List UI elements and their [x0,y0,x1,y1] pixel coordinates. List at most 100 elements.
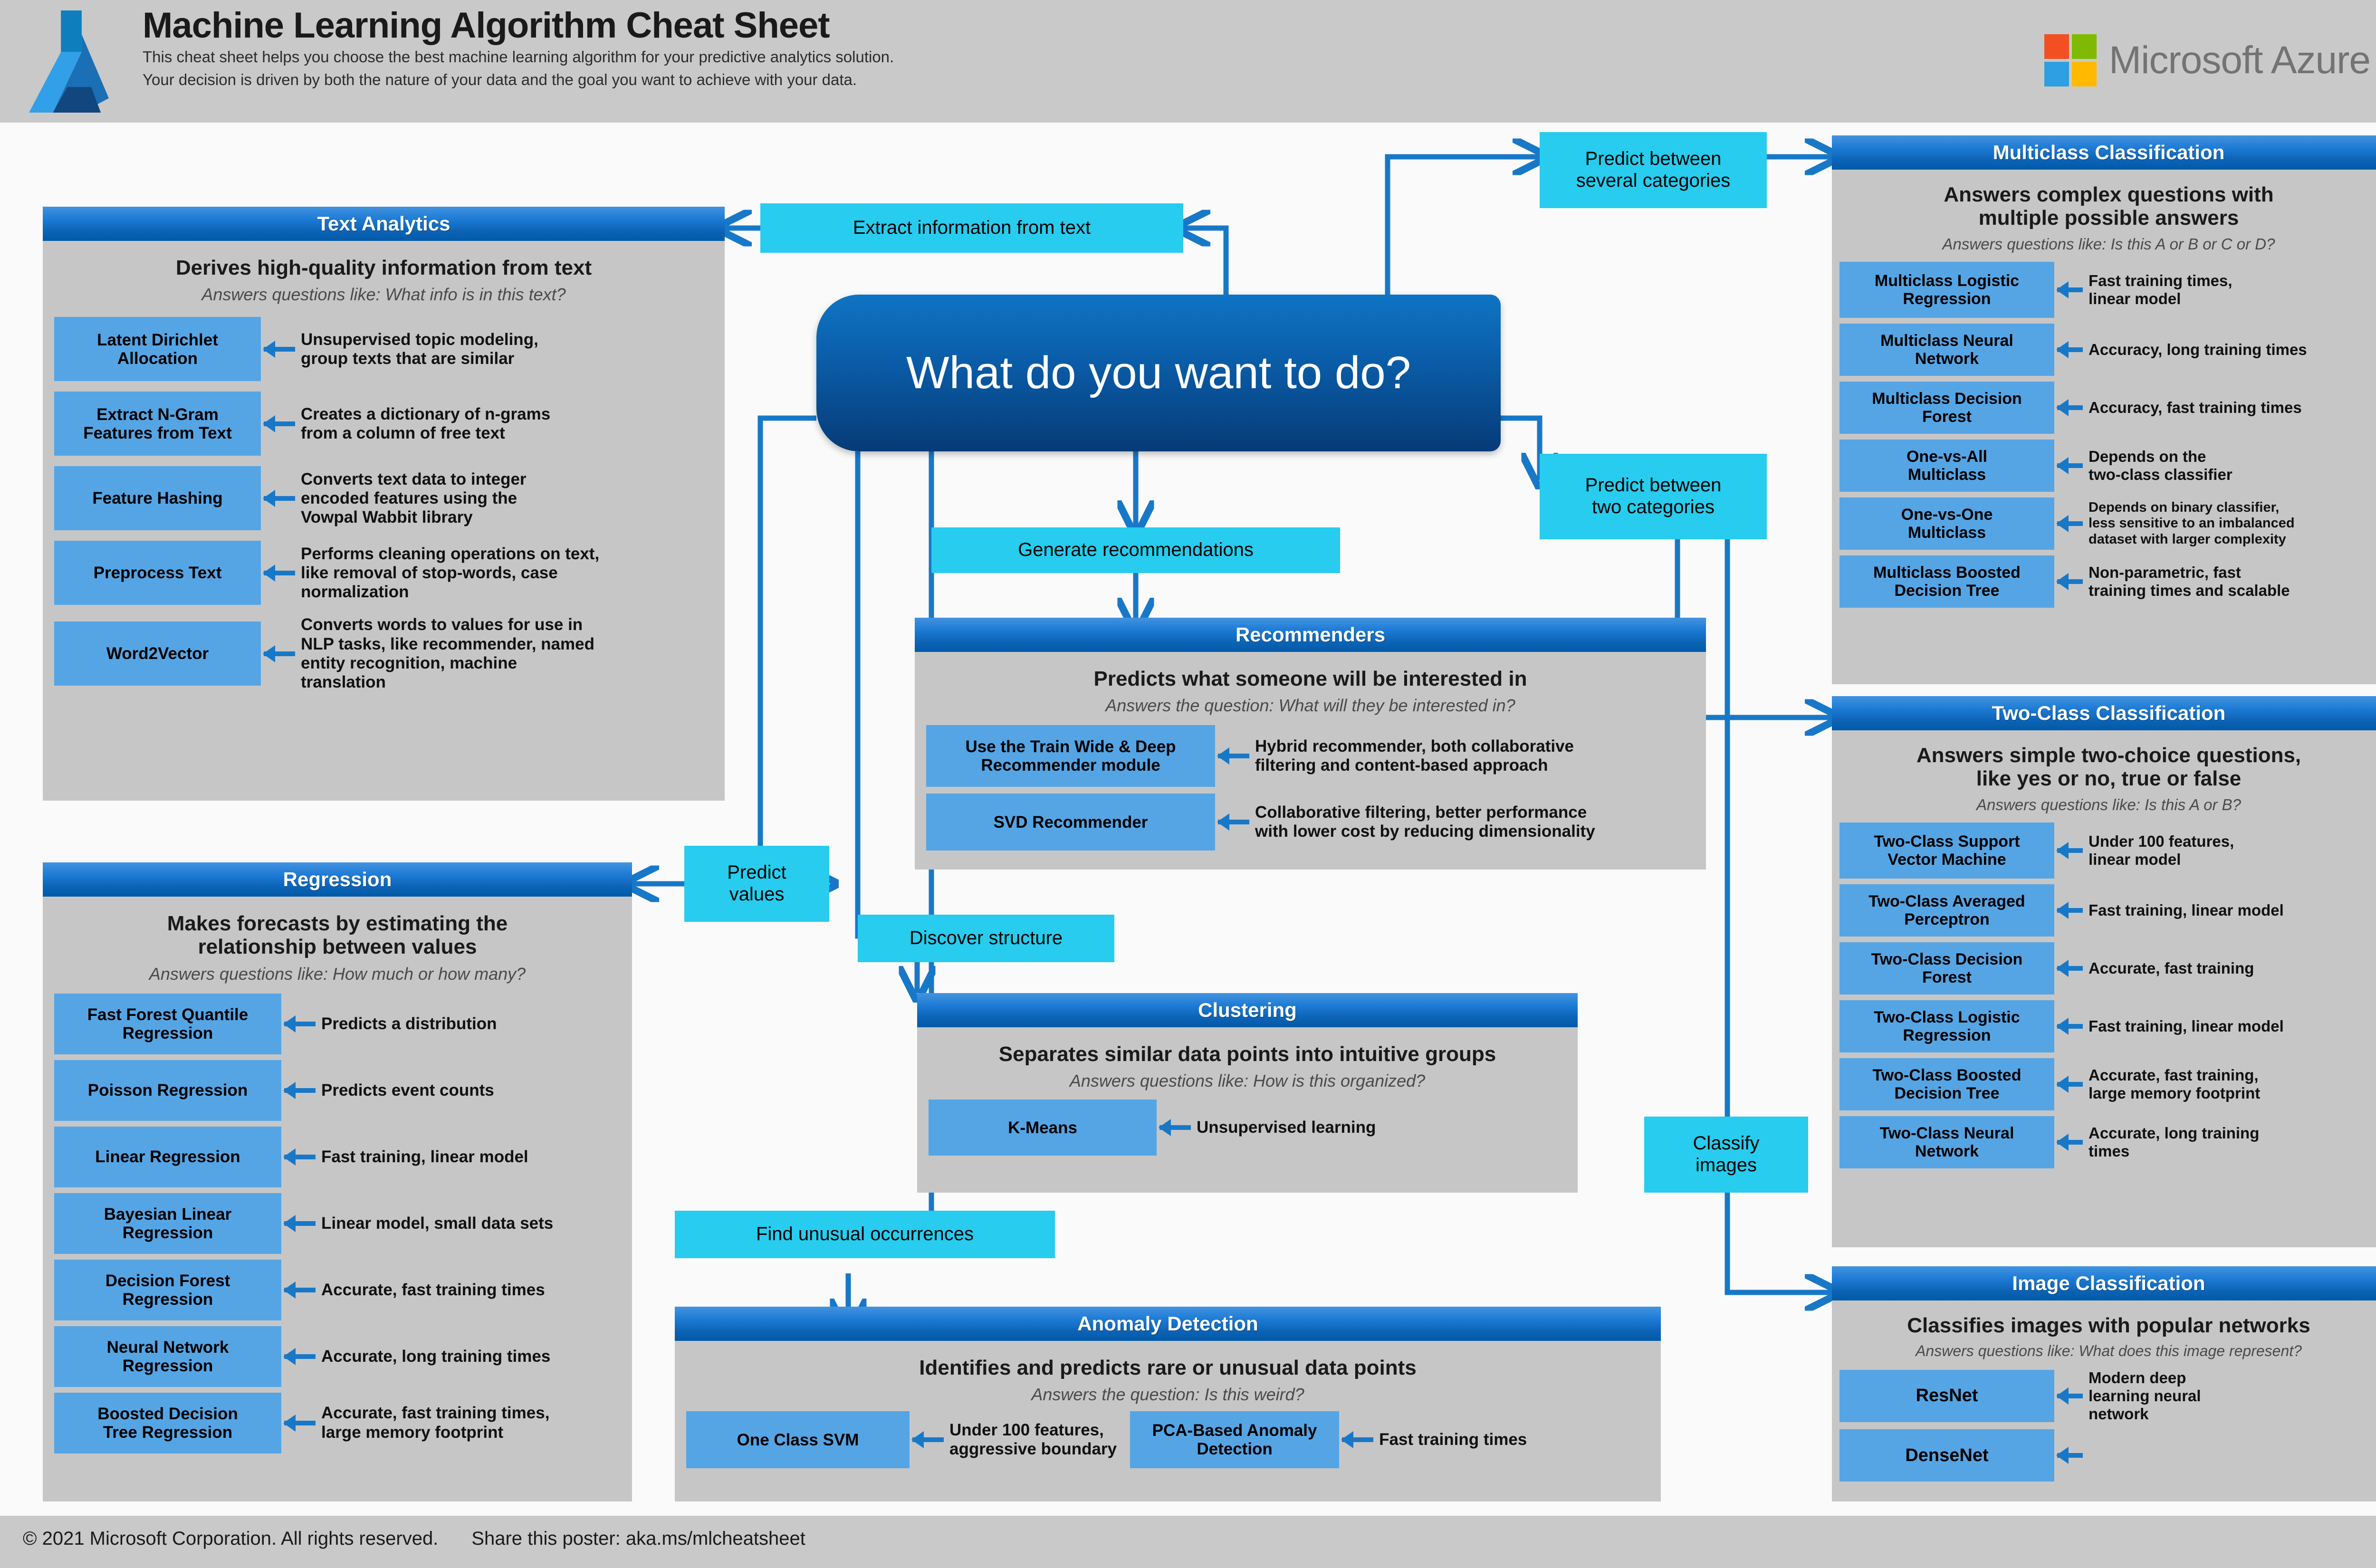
decision-find-unusual-occurrences[interactable]: Find unusual occurrences [675,1211,1055,1258]
decision-generate-recommendations[interactable]: Generate recommendations [931,527,1340,573]
algorithm-description: Non-parametric, fast training times and … [2089,564,2290,600]
panel-question: Answers questions like: How is this orga… [1069,1071,1426,1091]
algorithm-row: Neural Network Regression Accurate, long… [54,1326,621,1387]
algorithm-row: Word2Vector Converts words to values for… [54,615,713,692]
panel-tagline: Makes forecasts by estimating the relati… [167,912,508,959]
panel-clustering: Clustering Separates similar data points… [917,993,1578,1193]
algorithm-row: Two-Class Neural Network Accurate, long … [1839,1116,2376,1169]
decision-predict-between-two-categories[interactable]: Predict between two categories [1540,454,1767,539]
panel-tagline: Classifies images with popular networks [1907,1314,2310,1337]
panel-tagline: Derives high-quality information from te… [175,256,592,279]
algorithm-box[interactable]: Multiclass Decision Forest [1839,382,2054,434]
algorithm-box[interactable]: Two-Class Decision Forest [1839,942,2054,995]
arrow-left-icon [261,489,298,507]
panel-two-class-classification: Two-Class Classification Answers simple … [1832,696,2376,1247]
algorithm-box[interactable]: Multiclass Boosted Decision Tree [1839,555,2054,608]
arrow-left-icon [2054,1387,2086,1405]
algorithm-box[interactable]: Multiclass Neural Network [1839,324,2054,376]
algorithm-box[interactable]: PCA-Based Anomaly Detection [1130,1411,1340,1469]
algorithm-row: K-Means Unsupervised learning [929,1100,1566,1156]
panel-recommenders: Recommenders Predicts what someone will … [915,618,1706,870]
algorithm-box[interactable]: Boosted Decision Tree Regression [54,1392,281,1453]
algorithm-box[interactable]: ResNet [1839,1369,2054,1422]
algorithm-box[interactable]: K-Means [929,1100,1157,1156]
algorithm-row: Feature Hashing Converts text data to in… [54,466,713,531]
algorithm-box[interactable]: Linear Regression [54,1126,281,1187]
algorithm-row: One-vs-All Multiclass Depends on the two… [1839,440,2376,492]
algorithm-box[interactable]: One Class SVM [686,1411,910,1469]
algorithm-row: Two-Class Boosted Decision Tree Accurate… [1839,1058,2376,1111]
panel-question: Answers questions like: Is this A or B o… [1942,235,2275,253]
header-text-block: Machine Learning Algorithm Cheat Sheet T… [143,7,894,91]
algorithm-row: Multiclass Decision Forest Accuracy, fas… [1839,382,2376,434]
algorithm-description: Accuracy, fast training times [2089,399,2302,417]
algorithm-description: Unsupervised topic modeling, group texts… [301,330,538,368]
algorithm-row: Fast Forest Quantile Regression Predicts… [54,993,621,1054]
page-header: Machine Learning Algorithm Cheat Sheet T… [0,0,2376,123]
algorithm-box[interactable]: Feature Hashing [54,466,261,531]
arrow-left-icon [261,340,298,358]
algorithm-box[interactable]: Two-Class Neural Network [1839,1116,2054,1169]
algorithm-box[interactable]: Preprocess Text [54,541,261,605]
algorithm-box[interactable]: Fast Forest Quantile Regression [54,993,281,1054]
arrow-left-icon [281,1015,318,1033]
panel-anomaly-detection: Anomaly Detection Identifies and predict… [675,1307,1661,1501]
arrow-left-icon [910,1431,947,1449]
algorithm-box[interactable]: One-vs-All Multiclass [1839,440,2054,492]
panel-title: Image Classification [1832,1266,2376,1300]
footer-share-link[interactable]: Share this poster: aka.ms/mlcheatsheet [471,1528,805,1549]
algorithm-box[interactable]: Bayesian Linear Regression [54,1193,281,1254]
algorithm-box[interactable]: DenseNet [1839,1429,2054,1482]
decision-classify-images[interactable]: Classify images [1644,1117,1808,1193]
algorithm-box[interactable]: Two-Class Boosted Decision Tree [1839,1058,2054,1111]
panel-tagline: Identifies and predicts rare or unusual … [919,1356,1417,1379]
algorithm-box[interactable]: Word2Vector [54,621,261,686]
decision-predict-values[interactable]: Predict values [684,846,829,922]
panel-title: Recommenders [915,618,1706,652]
decision-label-text: Extract information from text [853,217,1091,239]
arrow-left-icon [1339,1431,1376,1449]
algorithm-description: Fast training, linear model [321,1147,528,1166]
algorithm-description: Accuracy, long training times [2089,341,2307,359]
arrow-left-icon [2054,341,2086,359]
algorithm-row: Multiclass Logistic Regression Fast trai… [1839,262,2376,318]
decision-predict-between-several-categories[interactable]: Predict between several categories [1540,132,1767,208]
algorithm-description: Modern deep learning neural network [2089,1368,2201,1423]
page-footer: © 2021 Microsoft Corporation. All rights… [0,1516,2376,1568]
algorithm-box[interactable]: Extract N-Gram Features from Text [54,392,261,456]
algorithm-row: DenseNet [1839,1429,2376,1482]
algorithm-row: Extract N-Gram Features from Text Create… [54,392,713,456]
algorithm-box[interactable]: Multiclass Logistic Regression [1839,262,2054,318]
panel-tagline: Predicts what someone will be interested… [1093,667,1527,690]
algorithm-box[interactable]: One-vs-One Multiclass [1839,497,2054,550]
algorithm-row: Two-Class Averaged Perceptron Fast train… [1839,884,2376,937]
algorithm-description: Accurate, fast training [2089,959,2254,977]
algorithm-box[interactable]: Two-Class Logistic Regression [1839,1000,2054,1053]
algorithm-box[interactable]: Poisson Regression [54,1060,281,1121]
central-question-hub: What do you want to do? [816,295,1501,451]
decision-label-text: Generate recommendations [1018,539,1254,561]
algorithm-description: Unsupervised learning [1197,1118,1376,1137]
algorithm-row: One Class SVM Under 100 features, aggres… [686,1411,1649,1469]
algorithm-box[interactable]: SVD Recommender [926,794,1215,851]
decision-extract-information-from-text[interactable]: Extract information from text [760,203,1183,253]
algorithm-box[interactable]: Decision Forest Regression [54,1259,281,1320]
panel-regression: Regression Makes forecasts by estimating… [43,862,632,1501]
algorithm-box[interactable]: Latent Dirichlet Allocation [54,317,261,382]
algorithm-box[interactable]: Neural Network Regression [54,1326,281,1387]
algorithm-row: Use the Train Wide & Deep Recommender mo… [926,725,1695,787]
decision-discover-structure[interactable]: Discover structure [858,915,1114,962]
panel-tagline: Answers simple two-choice questions, lik… [1916,744,2301,791]
algorithm-box[interactable]: Two-Class Averaged Perceptron [1839,884,2054,937]
algorithm-description: Depends on the two-class classifier [2089,448,2232,484]
algorithm-box[interactable]: Two-Class Support Vector Machine [1839,822,2054,879]
algorithm-description: Accurate, long training times [321,1347,551,1366]
page-title: Machine Learning Algorithm Cheat Sheet [143,5,830,46]
footer-copyright: © 2021 Microsoft Corporation. All rights… [23,1528,439,1549]
algorithm-description: Fast training times [1379,1430,1527,1449]
arrow-left-icon [2054,842,2086,860]
algorithm-row: Preprocess Text Performs cleaning operat… [54,541,713,605]
panel-question: Answers questions like: What info is in … [201,285,566,305]
algorithm-box[interactable]: Use the Train Wide & Deep Recommender mo… [926,725,1215,787]
arrow-left-icon [281,1214,318,1232]
